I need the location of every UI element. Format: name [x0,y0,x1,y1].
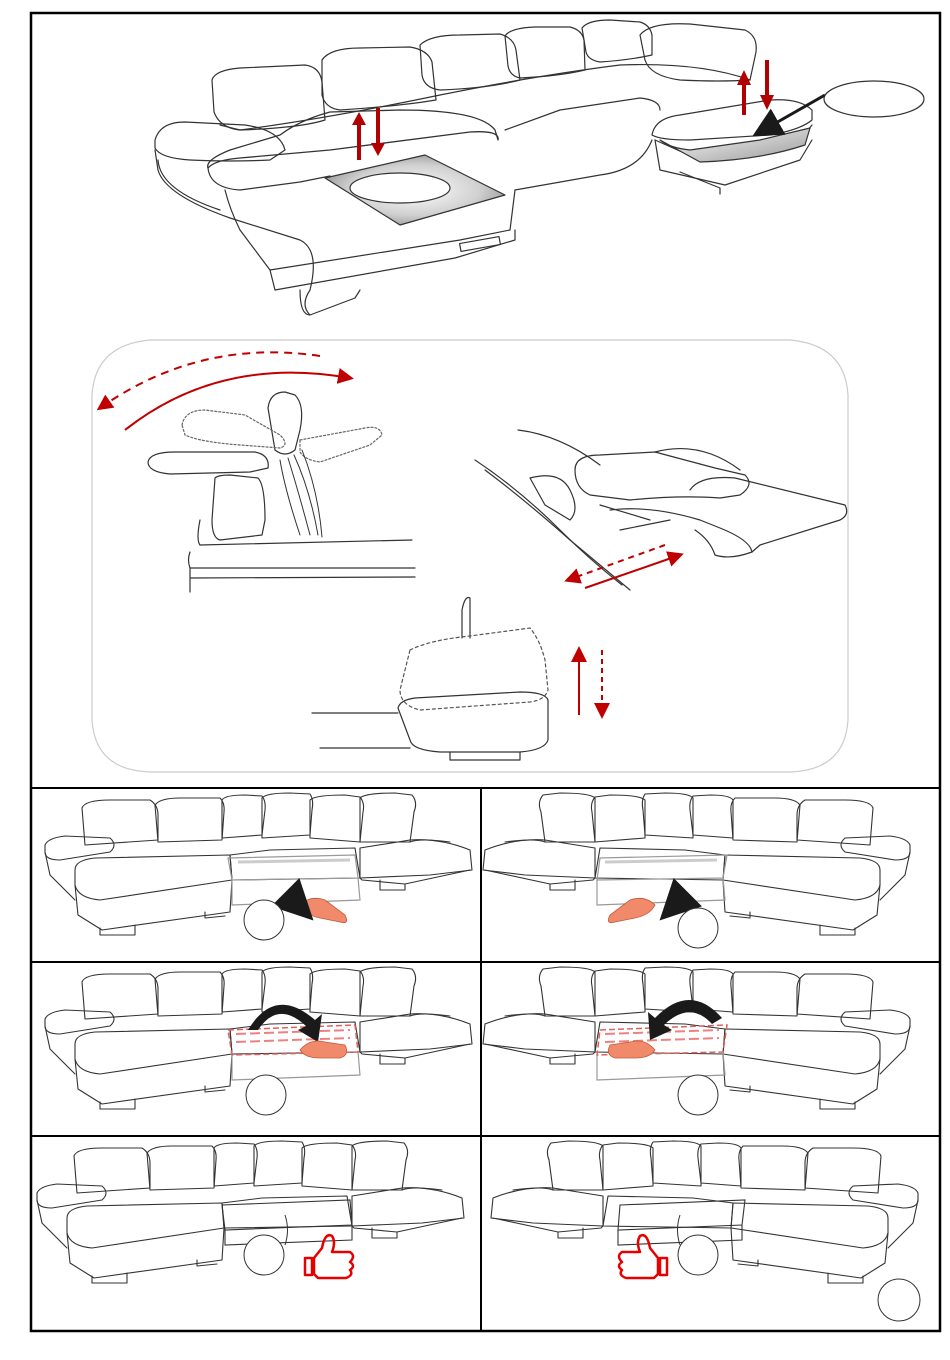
up-down-arrows-icon [352,108,385,160]
step-badge [678,908,718,948]
corner-badge [878,1279,920,1321]
headrest-adjust-illustration [148,392,415,592]
slide-arrow-solid [585,555,680,588]
callout-badge [824,81,924,117]
rotate-arrow-solid [125,373,350,430]
step-badge [244,1235,284,1275]
bed-surface [618,1200,745,1230]
step-left-2 [45,967,472,1115]
step-right-3 [491,1141,918,1283]
seat-slide-illustration [475,430,847,590]
step-badge [678,1235,718,1275]
step-badge [678,1075,718,1115]
seat-lift-illustration [312,598,548,761]
up-down-arrows-icon [737,60,774,115]
step-right-1 [483,793,910,948]
overview-sofa-illustration [155,20,812,315]
thumbs-up-icon [619,1235,667,1278]
rotate-arrow-dashed [100,352,320,408]
hand-icon [300,1041,347,1058]
step-badge [244,900,284,940]
step-left-1 [45,793,472,940]
pull-arrow [668,895,685,912]
step-badge [246,1075,286,1115]
hand-icon [608,898,655,922]
step-right-2 [483,967,910,1115]
outer-frame [31,13,940,1331]
step-left-3 [37,1141,464,1283]
hand-icon [608,1041,655,1058]
hand-icon [300,898,347,922]
curved-arrow-icon [648,1000,722,1040]
